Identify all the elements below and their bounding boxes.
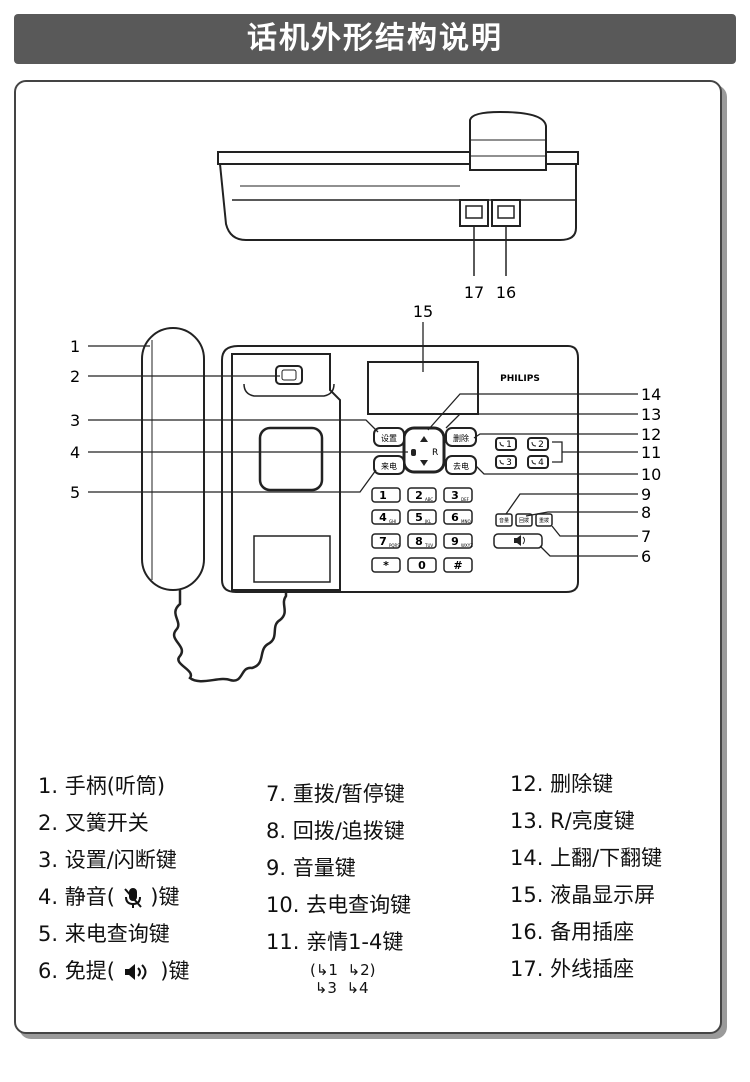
dial-key-hash: # [453,559,462,572]
dial-sub-6: MNO [461,519,471,524]
top-view [141,327,579,683]
mem-key-2: 2 [538,440,544,450]
callout-16: 16 [496,283,516,302]
dial-key-star: * [383,559,389,572]
delete-key-label: 删除 [453,433,469,443]
brand-logo: PHILIPS [500,374,540,384]
dial-key-4: 4 [379,511,387,524]
callout-5: 5 [70,483,80,502]
legend-item-6: 6. 免提( )键 [38,959,190,983]
legend-item-5: 5. 来电查询键 [38,922,170,946]
legend-column-1: 1. 手柄(听筒) 2. 叉簧开关 3. 设置/闪断键 4. 静音( )键 5.… [38,768,189,990]
mem-key-3: 3 [506,458,512,468]
setup-key-label: 设置 [381,433,397,443]
legend-item-13: 13. R/亮度键 [510,809,635,833]
legend-item-12: 12. 删除键 [510,772,614,796]
legend-item-2: 2. 叉簧开关 [38,811,149,835]
callout-8: 8 [641,503,651,522]
legend-column-3: 12. 删除键 13. R/亮度键 14. 上翻/下翻键 15. 液晶显示屏 1… [510,766,662,988]
page-title: 话机外形结构说明 [247,21,503,56]
title-bar: 话机外形结构说明 [14,14,736,64]
dial-key-0: 0 [418,559,426,572]
handset [141,327,205,591]
dial-sub-8: TUV [424,543,433,548]
dial-key-3: 3 [451,489,459,502]
dial-sub-5: JKL [424,519,432,524]
dial-key-2: 2 [415,489,423,502]
legend-item-9: 9. 音量键 [266,856,356,880]
dial-sub-4: GHI [389,519,396,524]
dial-key-6: 6 [451,511,459,524]
dial-sub-2: ABC [425,497,433,502]
callout-1: 1 [70,337,80,356]
phone-icon: ↳ [342,961,361,979]
mem-key-4: 4 [538,458,544,468]
callout-12: 12 [641,425,661,444]
phone-icon: ↳ [310,979,328,997]
callout-11: 11 [641,443,661,462]
mem-key-1: 1 [506,440,512,450]
dial-key-9: 9 [451,535,459,548]
callout-7: 7 [641,527,651,546]
speed-dial-keys: (↳1 ↳2) ↳3 ↳4 [310,961,376,997]
dial-key-5: 5 [415,511,423,524]
callout-9: 9 [641,485,651,504]
callout-17: 17 [464,283,484,302]
callout-6: 6 [641,547,651,566]
callout-4: 4 [70,443,80,462]
phone-icon: (↳ [310,961,329,979]
phone-icon: ↳ [341,979,360,997]
dial-sub-9: WXYZ [461,543,473,548]
dial-sub-7: PQRS [389,543,400,548]
outgoing-key-label: 去电 [453,461,469,471]
incoming-key-label: 来电 [381,461,397,471]
callout-15: 15 [413,302,433,321]
legend-item-16: 16. 备用插座 [510,920,635,944]
mute-icon [123,888,142,908]
legend-item-8: 8. 回拨/追拨键 [266,819,405,843]
callout-3: 3 [70,411,80,430]
dial-sub-3: DEF [461,497,470,502]
legend-column-2: 7. 重拨/暂停键 8. 回拨/追拨键 9. 音量键 10. 去电查询键 11.… [266,776,411,997]
r-key-label: R [432,448,438,458]
dial-key-7: 7 [379,535,387,548]
callout-13: 13 [641,405,661,424]
speaker-icon [124,964,147,980]
legend-item-3: 3. 设置/闪断键 [38,848,177,872]
volume-key-label: 音量 [499,517,509,524]
legend-item-7: 7. 重拨/暂停键 [266,782,405,806]
redial-key-label: 重拨 [539,517,549,524]
legend-item-14: 14. 上翻/下翻键 [510,846,663,870]
dial-key-1: 1 [379,489,387,502]
callout-2: 2 [70,367,80,386]
legend-item-4: 4. 静音( )键 [38,885,180,909]
rear-view [217,110,579,276]
legend-item-17: 17. 外线插座 [510,957,635,981]
speaker-key-icon [514,535,525,546]
legend-item-15: 15. 液晶显示屏 [510,883,656,907]
dial-key-8: 8 [415,535,423,548]
callback-key-label: 回拨 [519,517,529,524]
hook-switch [275,365,303,385]
legend-item-10: 10. 去电查询键 [266,893,412,917]
leader-lines [88,322,638,557]
legend-item-11: 11. 亲情1-4键 [266,930,404,954]
legend-item-1: 1. 手柄(听筒) [38,774,166,798]
callout-14: 14 [641,385,661,404]
callout-10: 10 [641,465,661,484]
